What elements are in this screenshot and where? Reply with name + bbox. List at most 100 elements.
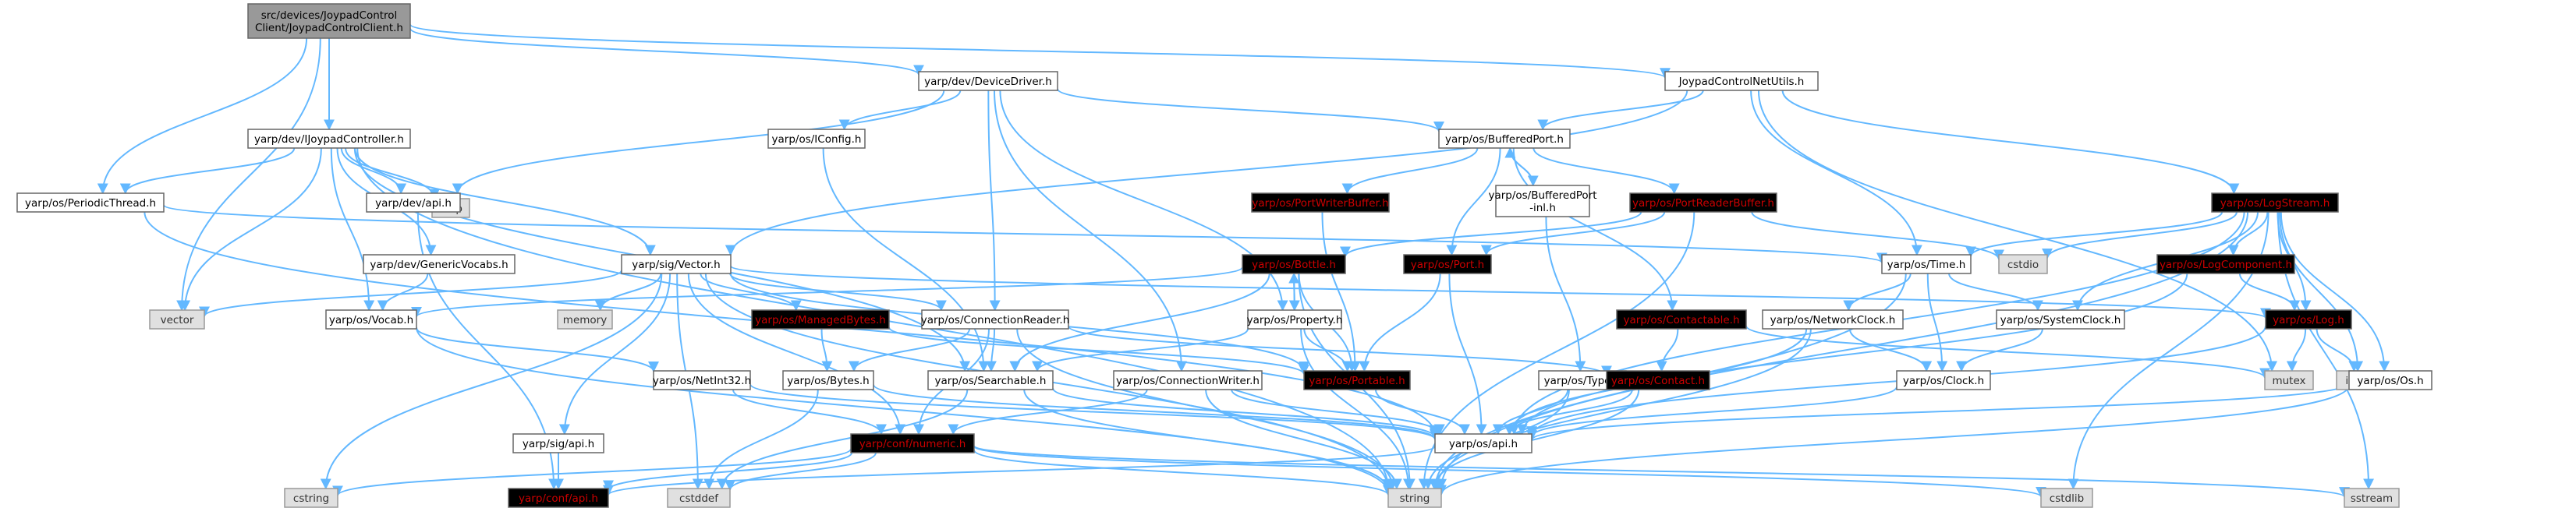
edge-jcnetutils-to-mutex bbox=[1757, 90, 2278, 372]
edge-connwriter-to-osapi bbox=[1231, 389, 1445, 436]
node-numeric[interactable]: yarp/conf/numeric.h bbox=[850, 433, 975, 453]
edge-sigvector-to-numeric bbox=[687, 273, 906, 436]
node-time[interactable]: yarp/os/Time.h bbox=[1881, 254, 1972, 274]
node-cstddef[interactable]: cstddef bbox=[667, 488, 731, 508]
node-box bbox=[512, 433, 604, 453]
node-box bbox=[1387, 488, 1442, 508]
node-root[interactable]: src/devices/JoypadControlClient/JoypadCo… bbox=[247, 3, 411, 39]
node-vector[interactable]: vector bbox=[149, 309, 205, 330]
node-label: yarp/dev/GenericVocabs.h bbox=[370, 259, 508, 271]
node-sysclock[interactable]: yarp/os/SystemClock.h bbox=[1996, 309, 2125, 330]
node-clock[interactable]: yarp/os/Clock.h bbox=[1896, 370, 1991, 390]
edge-sysclock-to-clock bbox=[1956, 328, 2043, 372]
edge-logstream-to-os bbox=[2280, 211, 2390, 372]
edge-numeric-to-cstdlib bbox=[973, 445, 2046, 498]
node-string[interactable]: string bbox=[1387, 488, 1442, 508]
edge-connreader-to-string bbox=[1016, 328, 1398, 490]
node-os[interactable]: yarp/os/Os.h bbox=[2348, 370, 2432, 390]
node-mutex[interactable]: mutex bbox=[2264, 370, 2314, 390]
node-genvocabs[interactable]: yarp/dev/GenericVocabs.h bbox=[363, 254, 516, 274]
node-managed[interactable]: yarp/os/ManagedBytes.h bbox=[751, 309, 890, 330]
node-cstring[interactable]: cstring bbox=[284, 488, 338, 508]
node-label: yarp/os/IConfig.h bbox=[772, 133, 862, 146]
edge-bufport-to-portreader bbox=[1532, 147, 1680, 195]
node-bufport[interactable]: yarp/os/BufferedPort.h bbox=[1438, 129, 1571, 149]
node-bottle[interactable]: yarp/os/Bottle.h bbox=[1242, 254, 1346, 274]
node-portwriter[interactable]: yarp/os/PortWriterBuffer.h bbox=[1251, 192, 1390, 213]
node-bytes[interactable]: yarp/os/Bytes.h bbox=[782, 370, 874, 390]
node-label: yarp/os/BufferedPort.h bbox=[1445, 133, 1564, 146]
node-box bbox=[1247, 309, 1342, 330]
node-label: yarp/os/NetInt32.h bbox=[653, 375, 751, 387]
node-devdriver[interactable]: yarp/dev/DeviceDriver.h bbox=[918, 71, 1058, 91]
node-label: yarp/os/Property.h bbox=[1247, 314, 1343, 326]
edge-jcnetutils-to-time bbox=[1750, 90, 1922, 256]
node-label: yarp/os/ConnectionWriter.h bbox=[1116, 375, 1260, 387]
node-box bbox=[667, 488, 731, 508]
node-sstream[interactable]: sstream bbox=[2344, 488, 2400, 508]
edge-searchable-to-string bbox=[1023, 389, 1394, 492]
node-bufportinl[interactable]: yarp/os/BufferedPort-inl.h bbox=[1488, 185, 1597, 217]
edge-numeric-to-sstream bbox=[973, 445, 2350, 499]
node-label: yarp/os/Os.h bbox=[2357, 375, 2423, 387]
node-devapi[interactable]: yarp/dev/api.h bbox=[366, 192, 461, 213]
node-iconfig[interactable]: yarp/os/IConfig.h bbox=[767, 129, 866, 149]
edge-netint32-to-osapi bbox=[749, 383, 1440, 441]
edge-bufportinl-to-bufport bbox=[1504, 146, 1534, 186]
node-label: yarp/os/Bytes.h bbox=[787, 375, 870, 387]
edge-logcomp-to-log bbox=[2238, 273, 2301, 312]
edge-jcnetutils-to-logstream bbox=[1781, 90, 2240, 195]
node-contactable[interactable]: yarp/os/Contactable.h bbox=[1616, 309, 1747, 330]
node-cstdio[interactable]: cstdio bbox=[1998, 254, 2048, 274]
node-osapi[interactable]: yarp/os/api.h bbox=[1434, 433, 1532, 453]
node-label: yarp/os/api.h bbox=[1449, 438, 1518, 450]
node-portable[interactable]: yarp/os/Portable.h bbox=[1303, 370, 1411, 390]
edge-netint32-to-numeric bbox=[732, 389, 887, 436]
edge-numeric-to-string bbox=[973, 450, 1394, 496]
node-connwriter[interactable]: yarp/os/ConnectionWriter.h bbox=[1113, 370, 1263, 390]
edge-osapi-to-confapi bbox=[603, 445, 1436, 496]
node-logstream[interactable]: yarp/os/LogStream.h bbox=[2211, 192, 2339, 213]
node-label: yarp/os/LogComponent.h bbox=[2160, 259, 2292, 271]
edge-time-to-sysclock bbox=[1948, 273, 2043, 312]
node-memory[interactable]: memory bbox=[557, 309, 613, 330]
edge-devdriver-to-connreader bbox=[987, 90, 1001, 312]
node-log[interactable]: yarp/os/Log.h bbox=[2265, 309, 2352, 330]
node-sigvector[interactable]: yarp/sig/Vector.h bbox=[621, 254, 732, 274]
node-box bbox=[1881, 254, 1972, 274]
node-jcnetutils[interactable]: JoypadControlNetUtils.h bbox=[1664, 71, 1819, 91]
edge-jcnetutils-to-bufport bbox=[1537, 90, 1704, 131]
node-box bbox=[247, 129, 411, 149]
edge-sigvector-to-managed bbox=[700, 273, 802, 312]
node-label: yarp/conf/api.h bbox=[519, 492, 598, 505]
node-connreader[interactable]: yarp/os/ConnectionReader.h bbox=[921, 309, 1070, 330]
node-box bbox=[1896, 370, 1991, 390]
node-label: yarp/dev/api.h bbox=[375, 197, 452, 210]
node-box bbox=[284, 488, 338, 508]
node-ijoypad[interactable]: yarp/dev/IJoypadController.h bbox=[247, 129, 411, 149]
node-cstdlib[interactable]: cstdlib bbox=[2040, 488, 2093, 508]
node-box bbox=[325, 309, 417, 330]
edge-devdriver-to-devapi bbox=[452, 90, 945, 195]
node-sigapi[interactable]: yarp/sig/api.h bbox=[512, 433, 604, 453]
node-port[interactable]: yarp/os/Port.h bbox=[1403, 254, 1492, 274]
edge-portwriter-to-portable bbox=[1321, 211, 1361, 372]
node-vocab[interactable]: yarp/os/Vocab.h bbox=[325, 309, 417, 330]
node-netint32[interactable]: yarp/os/NetInt32.h bbox=[653, 370, 751, 390]
edge-contactable-to-contact bbox=[1656, 328, 1679, 372]
edge-port-to-portable bbox=[1359, 273, 1441, 372]
node-netclock[interactable]: yarp/os/NetworkClock.h bbox=[1762, 309, 1904, 330]
edge-numeric-to-cstring bbox=[332, 448, 852, 497]
node-box bbox=[1998, 254, 2048, 274]
node-periodic[interactable]: yarp/os/PeriodicThread.h bbox=[16, 192, 165, 213]
node-logcomp[interactable]: yarp/os/LogComponent.h bbox=[2156, 254, 2295, 274]
node-label: cstring bbox=[293, 492, 329, 505]
node-portreader[interactable]: yarp/os/PortReaderBuffer.h bbox=[1629, 192, 1777, 213]
node-box bbox=[1403, 254, 1492, 274]
node-box bbox=[2344, 488, 2400, 508]
edge-portreader-to-bottle bbox=[1340, 211, 1642, 258]
node-searchable[interactable]: yarp/os/Searchable.h bbox=[927, 370, 1054, 390]
node-confapi[interactable]: yarp/conf/api.h bbox=[508, 488, 609, 508]
node-property[interactable]: yarp/os/Property.h bbox=[1247, 309, 1343, 330]
node-contact[interactable]: yarp/os/Contact.h bbox=[1606, 370, 1710, 390]
